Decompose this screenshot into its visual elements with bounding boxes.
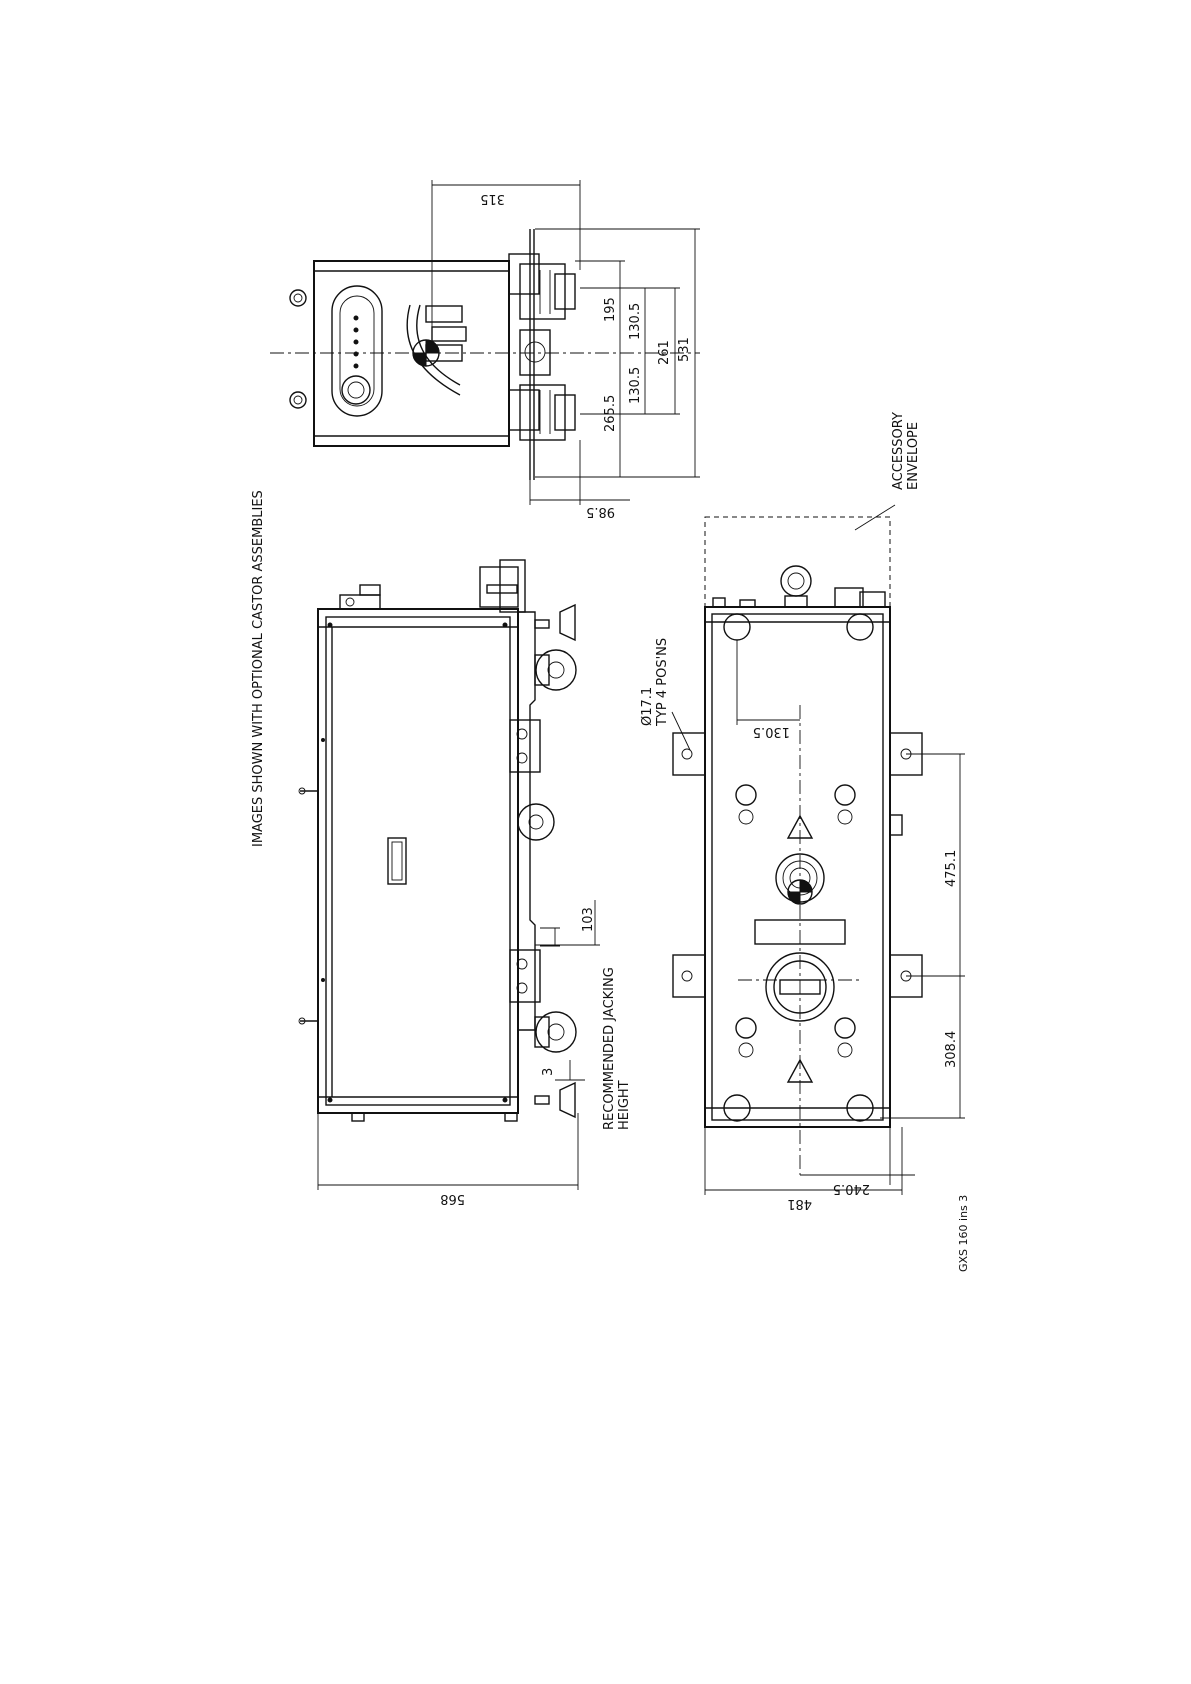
dim-261: 261 xyxy=(657,340,672,365)
dim-3: 3 xyxy=(541,1068,556,1076)
dim-265-5: 265.5 xyxy=(603,395,618,432)
top-view xyxy=(270,229,700,480)
castor-note: IMAGES SHOWN WITH OPTIONAL CASTOR ASSEMB… xyxy=(251,490,266,847)
accessory-envelope-line2: ENVELOPE xyxy=(906,422,921,490)
dim-195: 195 xyxy=(603,297,618,322)
jacking-note-line2: HEIGHT xyxy=(617,1080,632,1130)
top-view-dimensions: 315 531 261 130.5 130.5 195 265.5 98.5 xyxy=(432,180,700,519)
plan-view xyxy=(673,505,922,1175)
drawing-reference: GXS 160 ins 3 xyxy=(957,1195,970,1272)
dim-130-5-a: 130.5 xyxy=(628,303,643,340)
jacking-note-line1: RECOMMENDED JACKING xyxy=(602,967,617,1130)
accessory-envelope-line1: ACCESSORY xyxy=(891,412,906,490)
dim-315: 315 xyxy=(480,191,505,206)
dim-103: 103 xyxy=(581,907,596,932)
dim-240-5: 240.5 xyxy=(833,1181,870,1196)
dim-130-5-b: 130.5 xyxy=(628,367,643,404)
dim-475-1: 475.1 xyxy=(944,850,959,887)
side-view xyxy=(299,560,585,1121)
notes: IMAGES SHOWN WITH OPTIONAL CASTOR ASSEMB… xyxy=(251,412,970,1272)
dim-98-5: 98.5 xyxy=(586,504,615,519)
dim-plan-130-5: 130.5 xyxy=(753,724,790,739)
plan-view-dimensions: 130.5 475.1 308.4 240.5 481 xyxy=(672,640,965,1211)
hole-note-line1: Ø17.1 xyxy=(640,687,655,726)
hole-note-line2: TYP 4 POS'NS xyxy=(655,638,670,727)
dim-308-4: 308.4 xyxy=(944,1031,959,1068)
dim-531: 531 xyxy=(677,337,692,362)
dim-568: 568 xyxy=(440,1191,465,1206)
dim-481: 481 xyxy=(787,1196,812,1211)
